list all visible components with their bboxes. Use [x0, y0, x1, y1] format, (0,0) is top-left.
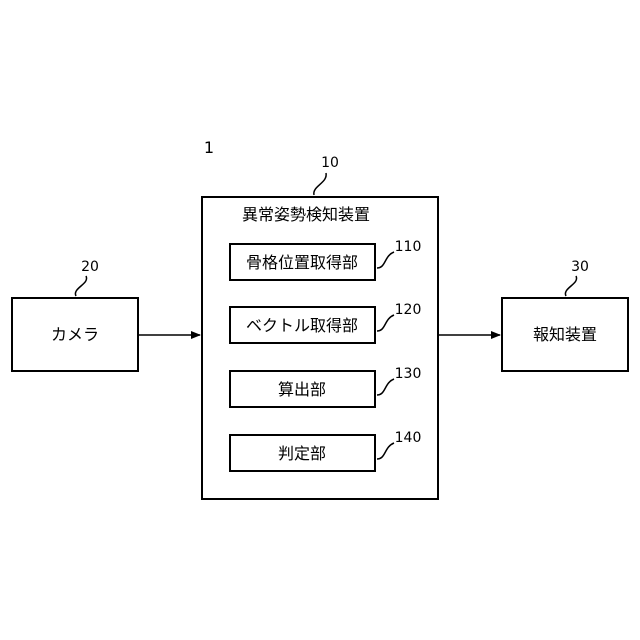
- unit-label: 判定部: [278, 444, 326, 463]
- notifier-leader: [565, 276, 576, 296]
- notifier-ref: 30: [571, 259, 589, 275]
- unit-label: 算出部: [278, 380, 326, 399]
- detector-block: 異常姿勢検知装置 10 骨格位置取得部 110 ベクトル取得部 120 算出部 …: [202, 155, 438, 499]
- camera-label: カメラ: [51, 325, 99, 344]
- detector-ref: 10: [321, 155, 339, 171]
- unit-ref: 130: [395, 366, 422, 382]
- unit-ref: 110: [395, 239, 422, 255]
- system-ref: 1: [204, 138, 214, 157]
- notifier-block: 報知装置 30: [502, 259, 628, 371]
- camera-ref: 20: [81, 259, 99, 275]
- camera-leader: [75, 276, 86, 296]
- unit-ref: 120: [395, 302, 422, 318]
- notifier-label: 報知装置: [533, 325, 597, 344]
- unit-ref: 140: [395, 430, 422, 446]
- unit-label: ベクトル取得部: [246, 316, 358, 335]
- detector-label: 異常姿勢検知装置: [242, 205, 370, 224]
- detector-leader: [314, 173, 326, 195]
- camera-block: カメラ 20: [12, 259, 138, 371]
- unit-label: 骨格位置取得部: [246, 253, 358, 272]
